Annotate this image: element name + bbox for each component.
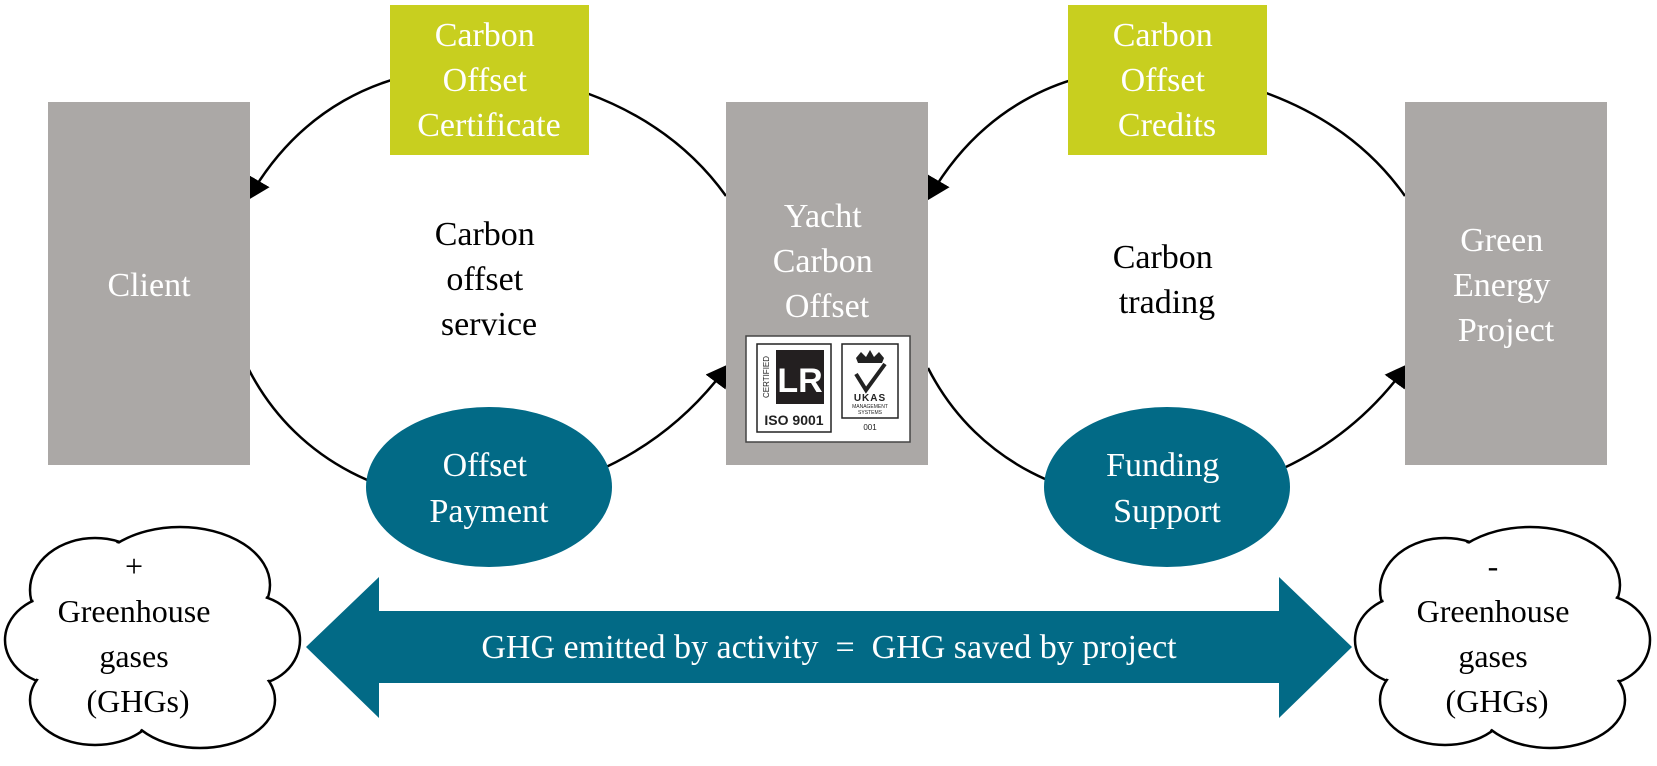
credits-line-2: Offset: [1121, 62, 1206, 99]
right-cloud-label: - Greenhouse gases (GHGs): [1417, 548, 1578, 719]
offset-payment-line-1: Offset: [443, 447, 528, 484]
left-cloud-line-3: (GHGs): [86, 683, 189, 719]
ukas-number: 001: [863, 423, 877, 432]
funding-support-label: Funding Support: [1106, 447, 1228, 530]
yacht-label-line-2: Carbon: [773, 243, 873, 280]
yacht-label-line-3: Offset: [785, 288, 870, 325]
certificate-line-3: Certificate: [417, 107, 560, 144]
client-label: Client: [107, 267, 191, 304]
iso-9001-label: ISO 9001: [764, 412, 823, 428]
credits-line-1: Carbon: [1113, 17, 1213, 54]
left-cloud-sign: +: [125, 548, 143, 584]
funding-support-line-2: Support: [1113, 493, 1221, 530]
ghg-balance-arrow: GHG emitted by activity = GHG saved by p…: [306, 577, 1352, 718]
green-label-line-3: Project: [1458, 312, 1555, 349]
green-energy-project-node: Green Energy Project: [1405, 102, 1607, 465]
offset-payment-line-2: Payment: [430, 493, 550, 530]
ukas-name: UKAS: [854, 393, 886, 404]
ghg-balance-text: GHG emitted by activity = GHG saved by p…: [481, 629, 1177, 666]
client-node: Client: [48, 102, 250, 465]
service-line-2: offset: [446, 261, 523, 298]
carbon-trading-label: Carbon trading: [1113, 239, 1222, 321]
client-label-line: Client: [107, 267, 191, 304]
carbon-offset-certificate-tag: Carbon Offset Certificate: [390, 5, 589, 155]
ukas-logo: UKAS MANAGEMENT SYSTEMS 001: [841, 343, 899, 432]
right-cloud-line-3: (GHGs): [1445, 683, 1548, 719]
crown-icon: [856, 350, 884, 363]
yacht-carbon-offset-label: Yacht Carbon Offset: [773, 198, 882, 325]
right-cloud-line-2: gases: [1458, 638, 1527, 674]
lr-certified-text: CERTIFIED: [762, 356, 771, 398]
service-line-3: service: [441, 306, 537, 343]
left-ghg-cloud: + Greenhouse gases (GHGs): [3, 525, 302, 750]
ukas-sub-2: SYSTEMS: [858, 410, 883, 416]
ukas-sub-1: MANAGEMENT: [852, 404, 888, 410]
trading-line-1: Carbon: [1113, 239, 1213, 276]
carbon-offset-credits-tag: Carbon Offset Credits: [1068, 5, 1267, 155]
carbon-offset-service-label: Carbon offset service: [435, 216, 544, 343]
checkmark-icon: [854, 362, 887, 394]
right-cloud-sign: -: [1488, 548, 1499, 584]
offset-payment-ellipse: Offset Payment: [366, 407, 612, 567]
lr-mark: LR: [777, 362, 822, 400]
certification-badge: CERTIFIED LR ISO 9001 UKAS MANAGEMENT SY…: [745, 335, 911, 443]
right-cloud-line-1: Greenhouse: [1417, 593, 1570, 629]
lr-logo: CERTIFIED LR ISO 9001: [756, 343, 832, 433]
left-cloud-line-2: gases: [99, 638, 168, 674]
right-ghg-cloud: - Greenhouse gases (GHGs): [1353, 525, 1652, 750]
service-line-1: Carbon: [435, 216, 535, 253]
offset-payment-label: Offset Payment: [430, 447, 550, 530]
green-energy-project-label: Green Energy Project: [1453, 222, 1559, 349]
credits-tag-label: Carbon Offset Credits: [1113, 17, 1222, 144]
green-label-line-2: Energy: [1453, 267, 1551, 304]
funding-support-ellipse: Funding Support: [1044, 407, 1290, 567]
certificate-line-2: Offset: [443, 62, 528, 99]
left-cloud-label: + Greenhouse gases (GHGs): [58, 548, 219, 719]
certificate-line-1: Carbon: [435, 17, 535, 54]
left-cloud-line-1: Greenhouse: [58, 593, 211, 629]
certificate-tag-label: Carbon Offset Certificate: [417, 17, 560, 144]
trading-line-2: trading: [1119, 284, 1215, 321]
yacht-label-line-1: Yacht: [784, 198, 862, 235]
credits-line-3: Credits: [1118, 107, 1216, 144]
green-label-line-1: Green: [1460, 222, 1543, 259]
funding-support-line-1: Funding: [1106, 447, 1219, 484]
yacht-carbon-offset-node: Yacht Carbon Offset CERTIFIED LR ISO 900…: [726, 102, 928, 465]
